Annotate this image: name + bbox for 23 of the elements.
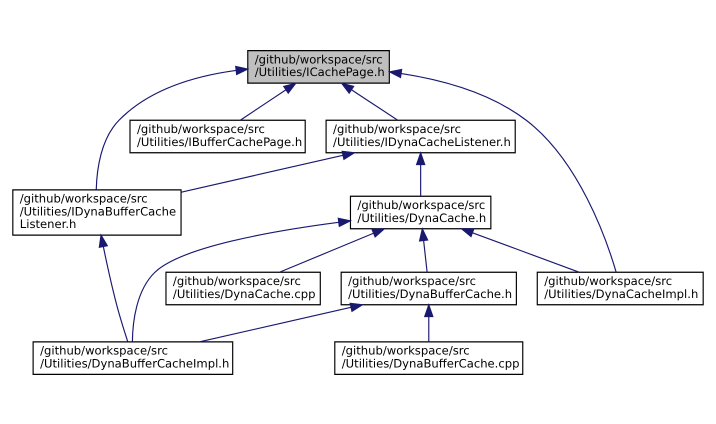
arrow bbox=[280, 228, 386, 272]
arrow bbox=[388, 68, 617, 272]
node-box: /github/workspace/src /Utilities/IDynaBufferCache Listener.h bbox=[12, 188, 182, 236]
arrow bbox=[418, 226, 429, 272]
arrow bbox=[98, 232, 128, 342]
arrow bbox=[199, 302, 364, 342]
node-box: /github/workspace/src /Utilities/DynaCacheImpl.h bbox=[536, 271, 704, 305]
arrow bbox=[181, 150, 356, 192]
node-box: /github/workspace/src /Utilities/DynaCache.cpp bbox=[165, 271, 321, 305]
node-box: /github/workspace/src /Utilities/IBufferCachePage.h bbox=[129, 119, 306, 153]
node-box: /github/workspace/src /Utilities/ICachePage.h bbox=[247, 50, 390, 84]
arrow bbox=[240, 82, 298, 120]
node-box: /github/workspace/src /Utilities/DynaBufferCache.cpp bbox=[334, 340, 524, 374]
node-box: /github/workspace/src /Utilities/IDynaCacheListener.h bbox=[326, 119, 516, 153]
arrow bbox=[132, 217, 352, 342]
arrow bbox=[424, 302, 434, 342]
arrow bbox=[340, 82, 398, 120]
arrow bbox=[460, 228, 580, 272]
node-box: /github/workspace/src /Utilities/DynaBufferCacheImpl.h bbox=[32, 340, 234, 374]
node-box: /github/workspace/src /Utilities/DynaBufferCache.h bbox=[340, 271, 517, 305]
node-box: /github/workspace/src /Utilities/DynaCache.h bbox=[350, 195, 492, 229]
arrow bbox=[416, 150, 426, 196]
arrow bbox=[96, 65, 250, 190]
